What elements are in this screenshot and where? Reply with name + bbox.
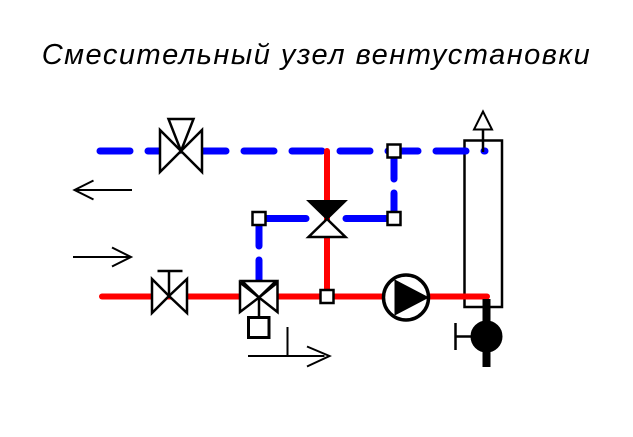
valve-body-right	[179, 126, 204, 176]
valve-top-triangle	[166, 117, 196, 155]
pipe-connector-nodes	[251, 143, 402, 305]
supply-shutoff-valve-icon	[150, 269, 189, 317]
valve-actuator-icon	[247, 316, 271, 339]
air-vent-triangle	[472, 109, 494, 131]
heating-coil-icon	[463, 139, 504, 309]
pipe-connector-node-icon	[386, 143, 402, 159]
diagram-title: Смесительный узел вентустановки	[41, 39, 592, 71]
check-valve-closed-half	[306, 200, 348, 221]
valve-body-left	[158, 126, 183, 176]
drain-ball	[470, 320, 503, 353]
pipe-connector-node-icon	[386, 210, 402, 227]
three-way-mixing-valve-icon	[238, 279, 280, 339]
pipe-connector-node-icon	[319, 288, 335, 305]
valve-body-left	[238, 279, 262, 315]
check-valve-icon	[305, 200, 349, 239]
valve-body-left	[150, 275, 171, 317]
return-pipes	[96, 147, 489, 284]
flow-arrow-in-icon	[73, 246, 134, 268]
pump-flow-triangle	[394, 279, 430, 316]
flow-arrow-out-icon	[72, 179, 132, 201]
check-valve-open-half	[305, 217, 349, 239]
valve-body-right	[256, 279, 279, 315]
air-vent-icon	[472, 109, 494, 152]
valve-body-right	[167, 276, 189, 316]
drain-ball-valve-icon	[454, 299, 503, 367]
circulation-pump-icon	[381, 273, 431, 322]
pipe-connector-node-icon	[251, 210, 267, 227]
drain-flow-arrow-icon	[248, 327, 332, 368]
return-line-valve-icon	[158, 117, 204, 176]
